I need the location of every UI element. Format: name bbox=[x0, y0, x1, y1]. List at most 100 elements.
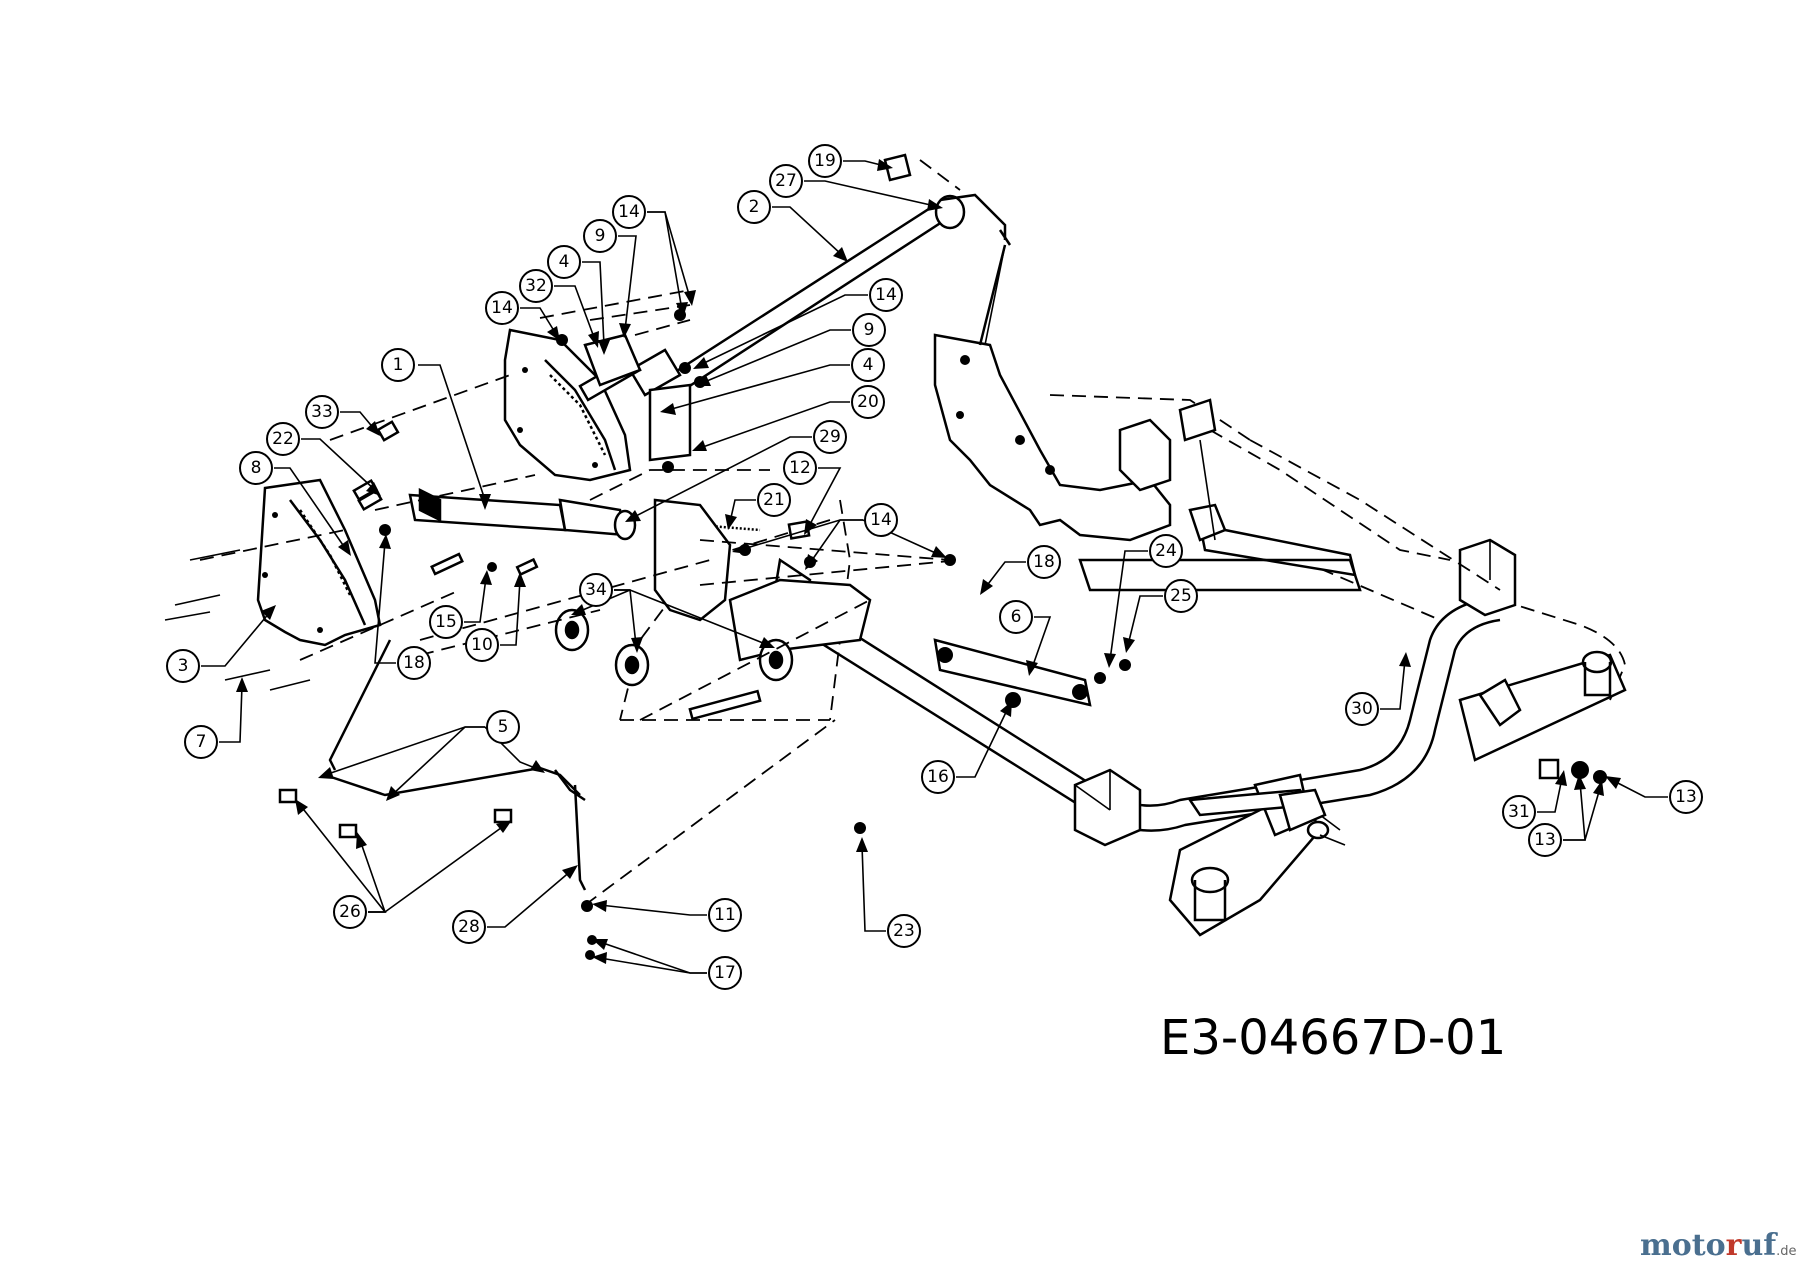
callout-14-left: 14 bbox=[485, 291, 560, 341]
callout-label: 12 bbox=[789, 458, 811, 478]
brand-text-part2: r bbox=[1725, 1228, 1742, 1263]
callout-13-right: 13 bbox=[1605, 776, 1703, 814]
callout-label: 11 bbox=[714, 905, 736, 925]
callout-label: 30 bbox=[1351, 699, 1373, 719]
callout-label: 5 bbox=[498, 717, 509, 737]
frame-bracket-rear bbox=[1458, 538, 1517, 617]
callout-23: 23 bbox=[856, 837, 921, 948]
callout-label: 19 bbox=[814, 151, 836, 171]
callout-3: 3 bbox=[166, 605, 276, 683]
callout-11: 11 bbox=[592, 898, 742, 932]
callout-label: 13 bbox=[1534, 830, 1556, 850]
callout-label: 26 bbox=[339, 902, 361, 922]
lift-shaft bbox=[628, 153, 1012, 404]
callout-label: 29 bbox=[819, 427, 841, 447]
explode-lines bbox=[199, 159, 961, 906]
callout-22: 22 bbox=[266, 422, 381, 496]
callout-label: 27 bbox=[775, 171, 797, 191]
callout-label: 15 bbox=[435, 612, 457, 632]
lift-handle bbox=[408, 487, 637, 541]
callout-4-upper: 4 bbox=[547, 245, 610, 355]
callout-label: 14 bbox=[618, 202, 640, 222]
callout-label: 21 bbox=[763, 490, 785, 510]
callout-label: 9 bbox=[864, 320, 875, 340]
callout-label: 4 bbox=[559, 252, 570, 272]
callout-9-upper: 9 bbox=[583, 219, 637, 338]
height-plate-rear bbox=[503, 328, 632, 482]
callout-label: 4 bbox=[863, 355, 874, 375]
callout-label: 28 bbox=[458, 917, 480, 937]
callout-label: 9 bbox=[595, 226, 606, 246]
callout-6: 6 bbox=[999, 600, 1052, 676]
callout-15: 15 bbox=[429, 570, 492, 639]
callouts: 1 2 3 4 4 bbox=[166, 144, 1703, 990]
right-side-plate bbox=[933, 333, 1217, 542]
callout-14-lower: 14 bbox=[732, 503, 947, 570]
callout-14-mid: 14 bbox=[693, 278, 903, 369]
callout-2: 2 bbox=[737, 190, 848, 262]
fasteners bbox=[164, 309, 1607, 960]
callout-18-left: 18 bbox=[374, 534, 431, 680]
callout-12: 12 bbox=[783, 451, 842, 535]
callout-label: 14 bbox=[875, 285, 897, 305]
callout-label: 18 bbox=[403, 653, 425, 673]
callout-label: 17 bbox=[714, 963, 736, 983]
callout-14-top: 14 bbox=[612, 195, 696, 318]
callout-25: 25 bbox=[1123, 579, 1198, 653]
callout-label: 18 bbox=[1033, 552, 1055, 572]
callout-33: 33 bbox=[305, 395, 380, 436]
frame-bracket-front bbox=[1073, 768, 1142, 847]
drawing-number: E3-04667D-01 bbox=[1160, 1010, 1507, 1066]
callout-17: 17 bbox=[592, 939, 742, 990]
callout-label: 16 bbox=[927, 767, 949, 787]
callout-5: 5 bbox=[318, 710, 545, 801]
callout-label: 3 bbox=[178, 656, 189, 676]
brand-text-part1: moto bbox=[1640, 1228, 1726, 1263]
callout-label: 23 bbox=[893, 921, 915, 941]
callout-label: 14 bbox=[870, 510, 892, 530]
rear-caster-right bbox=[1458, 650, 1627, 762]
callout-label: 8 bbox=[251, 458, 262, 478]
callout-24: 24 bbox=[1104, 534, 1183, 668]
callout-21: 21 bbox=[725, 483, 791, 530]
callout-20: 20 bbox=[692, 385, 885, 451]
callout-label: 33 bbox=[311, 402, 333, 422]
callout-13-lower: 13 bbox=[1528, 774, 1604, 857]
brand-text-part3: uf bbox=[1741, 1228, 1777, 1263]
callout-label: 2 bbox=[749, 197, 760, 217]
callout-26: 26 bbox=[295, 799, 512, 929]
callout-label: 31 bbox=[1508, 802, 1530, 822]
callout-32: 32 bbox=[519, 269, 599, 348]
callout-label: 20 bbox=[857, 392, 879, 412]
callout-label: 34 bbox=[585, 580, 607, 600]
callout-label: 7 bbox=[196, 732, 207, 752]
callout-31: 31 bbox=[1502, 770, 1567, 829]
rear-lift-arm bbox=[1078, 503, 1362, 592]
lift-cable bbox=[984, 244, 1216, 541]
height-plate-front bbox=[256, 478, 382, 647]
callout-label: 24 bbox=[1155, 541, 1177, 561]
callout-label: 25 bbox=[1170, 586, 1192, 606]
callout-34: 34 bbox=[571, 573, 775, 653]
callout-label: 13 bbox=[1675, 787, 1697, 807]
callout-label: 10 bbox=[471, 635, 493, 655]
callout-9-lower: 9 bbox=[695, 313, 886, 386]
callout-label: 14 bbox=[491, 298, 513, 318]
callout-10: 10 bbox=[465, 572, 526, 662]
callout-19: 19 bbox=[808, 144, 893, 178]
exploded-assembly-drawing bbox=[164, 153, 1627, 960]
callout-28: 28 bbox=[452, 865, 578, 944]
callout-label: 32 bbox=[525, 276, 547, 296]
callout-16: 16 bbox=[921, 701, 1012, 794]
front-hitch bbox=[1187, 788, 1346, 846]
callout-18-right: 18 bbox=[980, 545, 1061, 595]
pulleys bbox=[554, 608, 794, 687]
callout-label: 6 bbox=[1011, 607, 1022, 627]
brand-tld: .de bbox=[1776, 1244, 1797, 1259]
callout-7: 7 bbox=[184, 677, 248, 759]
callout-30: 30 bbox=[1345, 652, 1411, 726]
callout-label: 1 bbox=[393, 355, 404, 375]
callout-1: 1 bbox=[381, 348, 491, 510]
callout-29: 29 bbox=[625, 420, 847, 522]
